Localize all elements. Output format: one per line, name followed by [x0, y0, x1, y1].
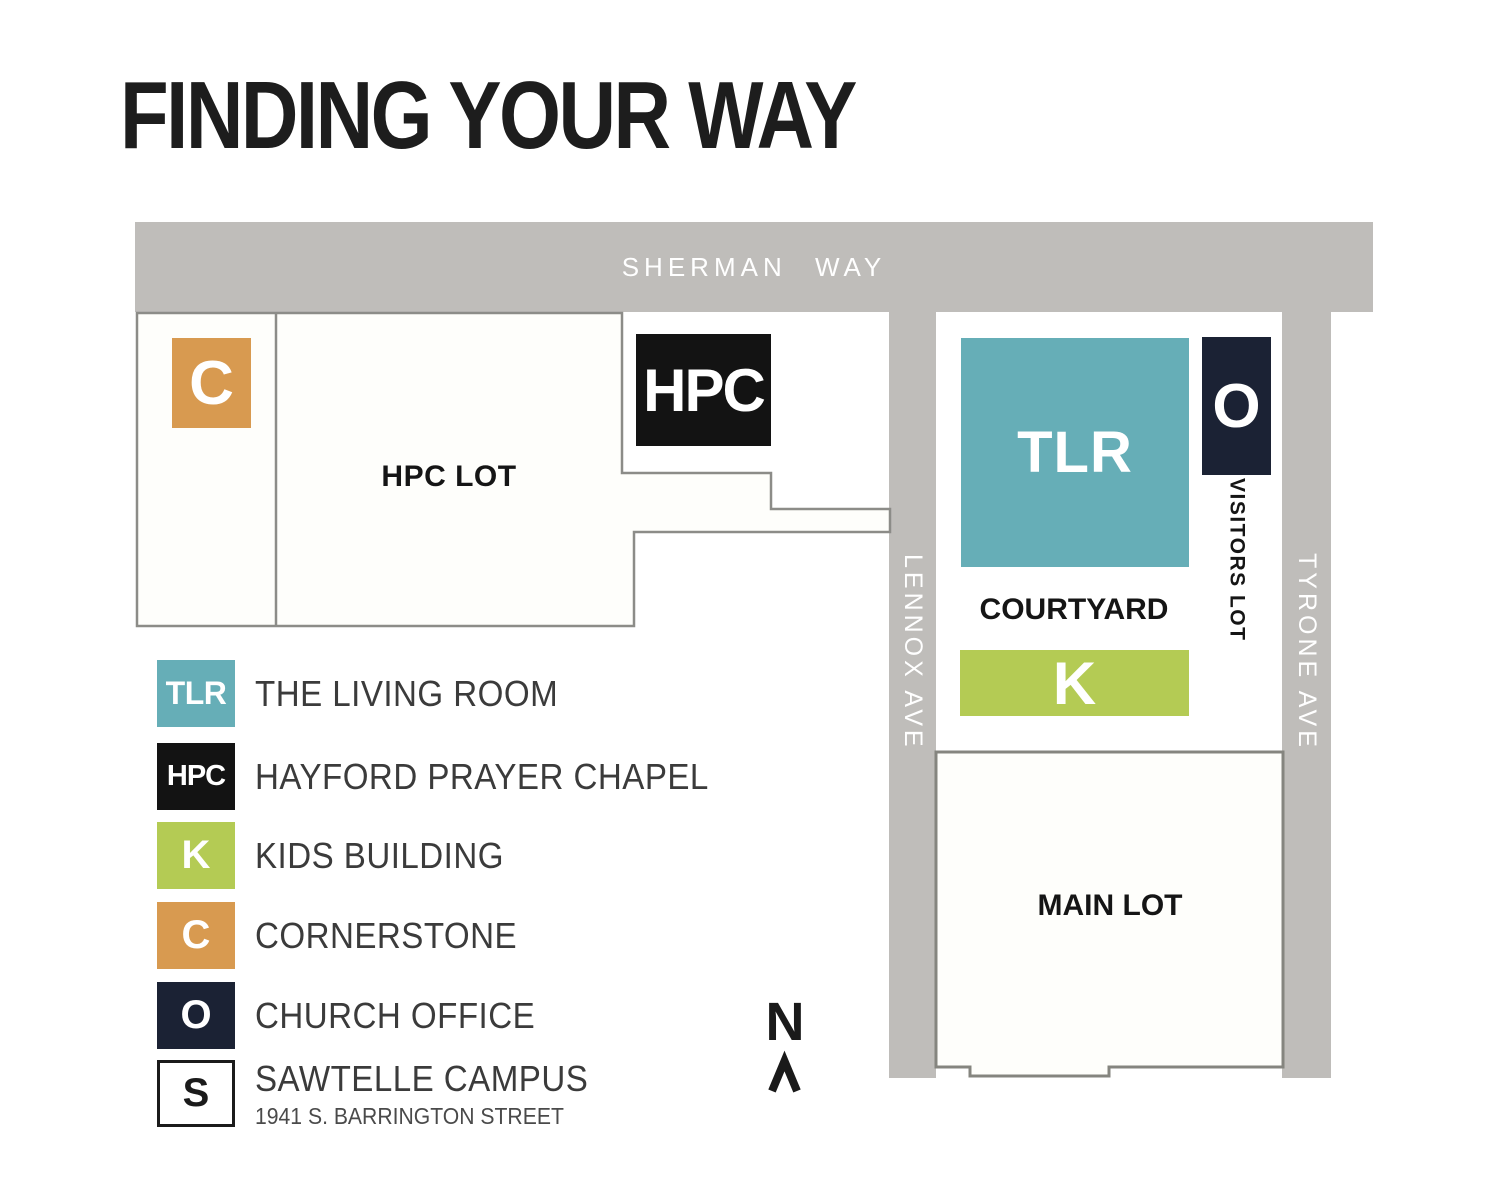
legend-swatch-s: S: [157, 1060, 235, 1127]
legend-item-hayford-prayer-chapel: HPC HAYFORD PRAYER CHAPEL: [157, 743, 877, 811]
building-cornerstone-code: C: [189, 348, 234, 418]
legend-code-tlr: TLR: [165, 675, 227, 711]
legend-item-the-living-room: TLR THE LIVING ROOM: [157, 660, 877, 728]
legend-text-s: SAWTELLE CAMPUS 1941 S. BARRINGTON STREE…: [255, 1058, 617, 1129]
legend-swatch-k: K: [157, 822, 235, 889]
legend-code-k: K: [181, 833, 211, 877]
road-sherman-way: SHERMAN WAY: [135, 222, 1373, 312]
building-hayford-prayer-chapel: HPC: [636, 334, 771, 446]
legend-item-kids-building: K KIDS BUILDING: [157, 822, 877, 890]
legend-code-hpc: HPC: [166, 760, 226, 792]
building-tlr-code: TLR: [1017, 420, 1133, 485]
building-kids-code: K: [1052, 649, 1097, 717]
legend-code-o: O: [180, 993, 212, 1037]
legend-text-o: CHURCH OFFICE: [255, 982, 559, 1050]
road-label-lennox-ave: LENNOX AVE: [899, 553, 927, 751]
north-indicator-label: N: [765, 992, 805, 1052]
legend-text-hpc: HAYFORD PRAYER CHAPEL: [255, 743, 748, 811]
hpc-lot-label: HPC LOT: [381, 460, 517, 493]
building-church-office: O: [1202, 337, 1271, 475]
legend-label-k: KIDS BUILDING: [255, 835, 504, 876]
building-kids: K: [960, 649, 1189, 717]
legend-label-c: CORNERSTONE: [255, 915, 518, 956]
road-label-tyrone-ave: TYRONE AVE: [1293, 553, 1321, 751]
legend-code-s: S: [182, 1071, 210, 1115]
building-cornerstone: C: [172, 338, 251, 428]
road-label-box-tyrone: TYRONE AVE: [1282, 553, 1331, 751]
legend-sublabel-s: 1941 S. BARRINGTON STREET: [255, 1103, 564, 1129]
legend-item-cornerstone: C CORNERSTONE: [157, 902, 877, 970]
legend-label-s: SAWTELLE CAMPUS: [255, 1058, 589, 1099]
legend-swatch-o: O: [157, 982, 235, 1049]
legend-code-c: C: [181, 913, 211, 957]
visitors-lot-label-box: VISITORS LOT: [1202, 478, 1271, 641]
legend-text-k: KIDS BUILDING: [255, 822, 526, 890]
legend-label-o: CHURCH OFFICE: [255, 995, 536, 1036]
building-hpc-code: HPC: [643, 356, 766, 424]
courtyard-label: COURTYARD: [979, 593, 1169, 626]
legend-text-tlr: THE LIVING ROOM: [255, 660, 585, 728]
legend-label-tlr: THE LIVING ROOM: [255, 673, 559, 714]
road-label-box-lennox: LENNOX AVE: [889, 554, 936, 751]
building-office-code: O: [1212, 371, 1261, 441]
legend-label-hpc: HAYFORD PRAYER CHAPEL: [255, 756, 709, 797]
road-tyrone-ave: TYRONE AVE: [1282, 312, 1331, 1078]
legend-item-church-office: O CHURCH OFFICE: [157, 982, 877, 1050]
main-lot-label: MAIN LOT: [1037, 889, 1183, 922]
visitors-lot-label: VISITORS LOT: [1225, 478, 1249, 642]
legend-swatch-c: C: [157, 902, 235, 969]
legend-item-sawtelle-campus: S SAWTELLE CAMPUS 1941 S. BARRINGTON STR…: [157, 1058, 877, 1129]
page-title: FINDING YOUR WAY: [120, 62, 857, 169]
legend-swatch-tlr: TLR: [157, 660, 235, 727]
road-lennox-ave: LENNOX AVE: [889, 312, 936, 1078]
legend-text-c: CORNERSTONE: [255, 902, 540, 970]
road-label-sherman-way: SHERMAN WAY: [621, 251, 887, 282]
legend-swatch-hpc: HPC: [157, 743, 235, 810]
building-the-living-room: TLR: [961, 338, 1189, 567]
